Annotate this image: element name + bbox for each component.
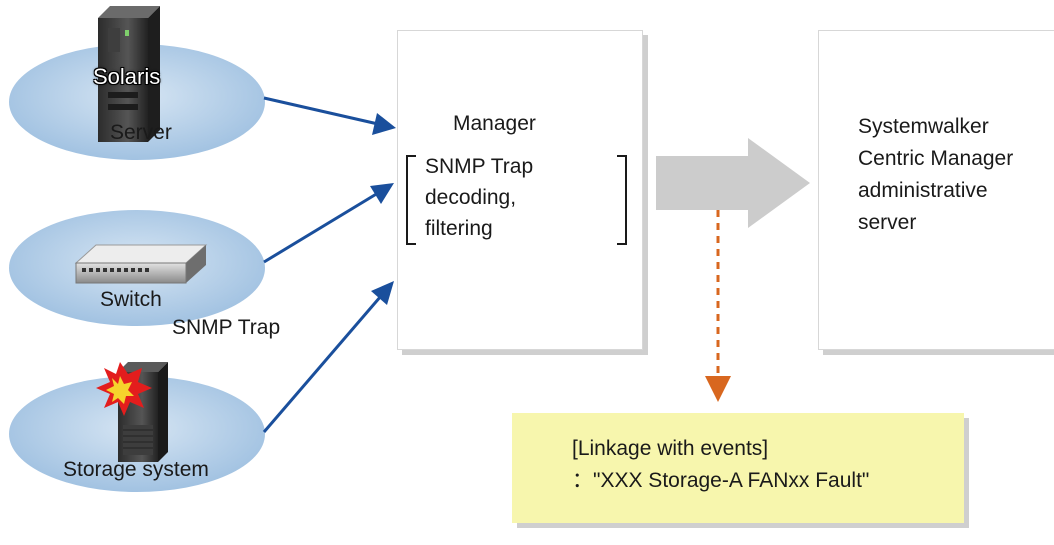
server-os-label: Solaris [93, 64, 161, 89]
admin-server-line-1: Systemwalker [858, 115, 989, 138]
admin-server-line-3: administrative [858, 179, 988, 202]
arrow-switch-to-manager [263, 183, 394, 264]
event-linkage-note [512, 413, 964, 523]
fault-burst-icon [96, 362, 152, 416]
snmp-trap-label: SNMP Trap [172, 316, 281, 339]
manager-function-line-2: decoding, [425, 186, 517, 209]
manager-bracket-right [617, 155, 627, 245]
arrow-server-to-manager [263, 96, 396, 135]
manager-box [397, 30, 643, 350]
manager-function-line-1: SNMP Trap [425, 155, 534, 178]
admin-server-line-2: Centric Manager [858, 147, 1014, 170]
server-tower-icon [98, 6, 160, 142]
admin-server-line-4: server [858, 211, 917, 234]
manager-title: Manager [453, 112, 536, 135]
event-link-arrow [705, 210, 731, 402]
switch-device-icon [74, 244, 208, 284]
forward-arrow [656, 138, 810, 228]
manager-bracket-left [406, 155, 416, 245]
admin-server-box [818, 30, 1054, 350]
storage-label: Storage system [63, 458, 209, 481]
event-note-message: ："XXX Storage-A FANxx Fault" [572, 469, 870, 492]
server-label: Server [110, 121, 172, 144]
switch-label: Switch [100, 288, 162, 311]
manager-function-line-3: filtering [425, 217, 493, 240]
event-note-heading: [Linkage with events] [572, 437, 769, 460]
arrow-storage-to-manager [262, 281, 394, 433]
